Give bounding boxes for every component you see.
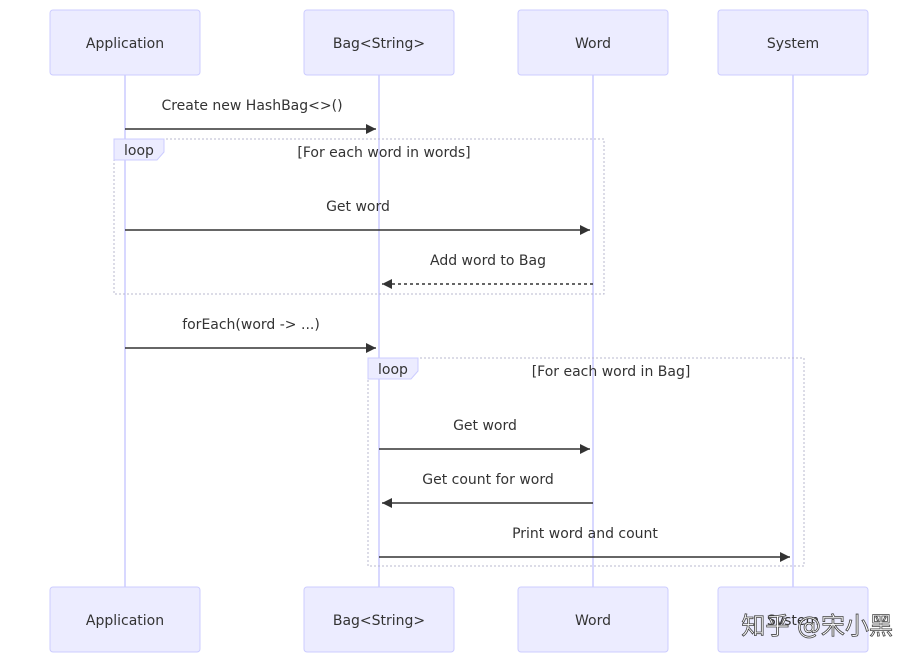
loop-frame-bag: loop [For each word in Bag] <box>367 357 805 567</box>
message-add-word-to-bag: Add word to Bag <box>382 253 593 289</box>
actor-label: Application <box>86 36 164 52</box>
actor-word-bottom: Word <box>517 586 669 653</box>
loop-label: loop <box>378 362 408 378</box>
loop-label-box <box>367 357 419 380</box>
actor-label: Application <box>86 613 164 629</box>
actor-label: System <box>767 613 819 629</box>
message-label: Add word to Bag <box>430 253 546 269</box>
message-label: Get count for word <box>422 472 553 488</box>
actor-application-bottom: Application <box>49 586 201 653</box>
actor-label: System <box>767 36 819 52</box>
message-print: Print word and count <box>379 526 790 562</box>
loop-condition: [For each word in Bag] <box>532 364 691 380</box>
message-get-word-1: Get word <box>125 199 590 235</box>
actor-label: Word <box>575 613 611 629</box>
actor-system-bottom: System <box>717 586 869 653</box>
actor-label: Word <box>575 36 611 52</box>
actor-bag-bottom: Bag<String> <box>303 586 455 653</box>
loop-label: loop <box>124 143 154 159</box>
message-get-count: Get count for word <box>382 472 593 508</box>
loop-condition: [For each word in words] <box>297 145 470 161</box>
message-foreach: forEach(word -> ...) <box>125 317 376 353</box>
message-label: forEach(word -> ...) <box>182 317 320 333</box>
actor-bag-top: Bag<String> <box>303 9 455 76</box>
actor-label: Bag<String> <box>333 36 425 52</box>
message-label: Print word and count <box>512 526 658 542</box>
message-label: Get word <box>453 418 517 434</box>
actor-word-top: Word <box>517 9 669 76</box>
actor-system-top: System <box>717 9 869 76</box>
actor-application-top: Application <box>49 9 201 76</box>
message-get-word-2: Get word <box>379 418 590 454</box>
message-label: Get word <box>326 199 390 215</box>
message-label: Create new HashBag<>() <box>161 98 342 114</box>
message-create-hashbag: Create new HashBag<>() <box>125 98 376 134</box>
loop-label-box <box>113 138 165 161</box>
loop-frame-words: loop [For each word in words] <box>113 138 605 295</box>
actor-label: Bag<String> <box>333 613 425 629</box>
watermark: 知乎 @宋小黑 <box>741 612 893 640</box>
